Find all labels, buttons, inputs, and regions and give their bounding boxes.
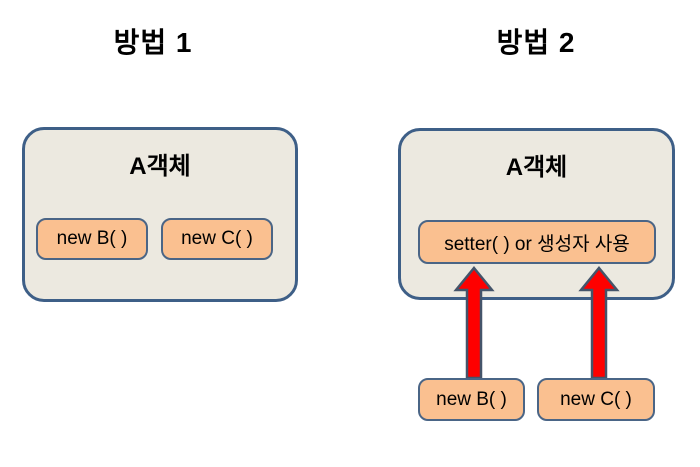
arrow-up-from-new-b-icon <box>453 266 495 380</box>
method1-a-object-label: A객체 <box>129 153 191 180</box>
arrow-up-from-new-c-icon <box>578 266 620 380</box>
method1-a-object-container: A객체 new B( ) new C( ) <box>22 127 298 302</box>
method1-title: 방법 1 <box>113 27 193 58</box>
method1-new-b-box: new B( ) <box>36 218 148 260</box>
method2-title: 방법 2 <box>496 27 576 58</box>
method2-a-object-label: A객체 <box>505 154 568 181</box>
method2-new-b-box: new B( ) <box>418 378 525 421</box>
method2-a-object-container: A객체 setter( ) or 생성자 사용 <box>398 128 675 300</box>
method2-setter-box: setter( ) or 생성자 사용 <box>418 220 656 264</box>
method1-new-c-box: new C( ) <box>161 218 273 260</box>
method2-new-c-box: new C( ) <box>537 378 655 421</box>
